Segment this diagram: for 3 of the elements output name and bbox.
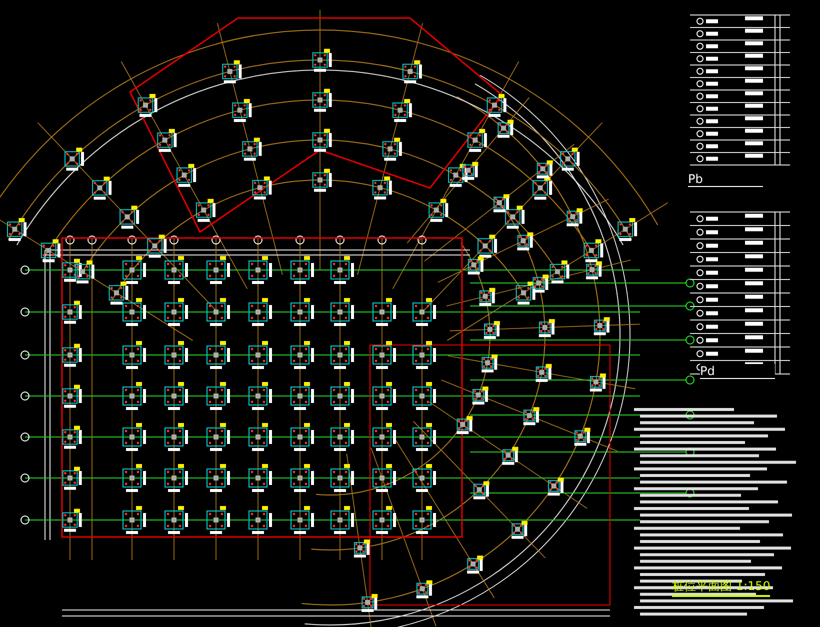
- table-heading: Pb: [688, 172, 763, 187]
- drawing-title: 桩位平面图 1:150: [672, 578, 770, 597]
- table-heading: Pd: [700, 364, 775, 379]
